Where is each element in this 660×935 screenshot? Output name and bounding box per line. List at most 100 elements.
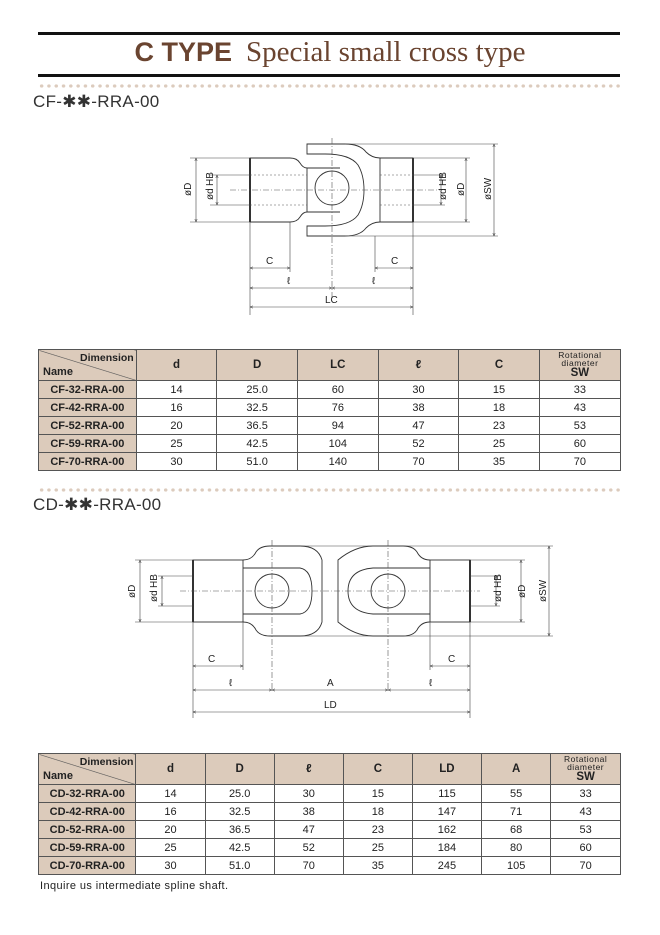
cell-value: 60 — [550, 838, 621, 857]
label-A: A — [327, 678, 334, 689]
cell-value: 47 — [273, 820, 344, 839]
label-l-right: ℓ — [429, 678, 433, 689]
cross-pin-right — [370, 573, 406, 609]
cell-value: 76 — [297, 398, 379, 417]
column-header: C — [458, 349, 540, 381]
cell-value: 115 — [411, 784, 483, 803]
cell-value: 32.5 — [216, 398, 298, 417]
cell-value: 30 — [135, 856, 206, 875]
cell-value: 14 — [135, 784, 206, 803]
rotational-label: Rotational — [563, 754, 608, 764]
title-type: C TYPE — [134, 37, 233, 67]
cell-value: 70 — [273, 856, 344, 875]
cell-value: 32.5 — [204, 802, 275, 821]
cell-value: 38 — [377, 398, 460, 417]
label-D-left: øD — [127, 585, 138, 598]
cell-value: 51.0 — [216, 452, 298, 471]
label-D-right: øD — [456, 183, 467, 196]
model-name: CD-32-RRA-00 — [37, 784, 137, 803]
column-header: D — [216, 349, 298, 381]
cell-value: 15 — [342, 784, 413, 803]
label-hb-right: HB — [438, 172, 449, 186]
label-d-left: ød — [149, 590, 160, 602]
cell-value: 33 — [550, 784, 621, 803]
name-label: Name — [43, 366, 73, 378]
column-header: D — [204, 753, 275, 785]
cell-value: 71 — [481, 802, 552, 821]
label-l-right: ℓ — [372, 276, 376, 287]
dotted-divider — [38, 488, 622, 492]
cell-value: 47 — [377, 416, 460, 435]
label-C-left: C — [266, 256, 273, 267]
rotational-label: Rotational — [558, 350, 602, 360]
cell-value: 147 — [411, 802, 483, 821]
cell-value: 43 — [538, 398, 622, 417]
model-name: CF-32-RRA-00 — [38, 380, 137, 399]
label-d-right: ød — [493, 590, 504, 602]
cell-value: 53 — [538, 416, 622, 435]
model-name: CF-42-RRA-00 — [38, 398, 137, 417]
cell-value: 33 — [538, 380, 622, 399]
label-d-right: ød — [438, 188, 449, 200]
column-header: d — [135, 753, 206, 785]
cd-drawing: øD ød HB ød HB øD øSW C C ℓ A ℓ LD — [127, 540, 553, 718]
cell-value: 42.5 — [216, 434, 298, 453]
model-name: CD-70-RRA-00 — [37, 856, 137, 875]
model-name: CD-42-RRA-00 — [37, 802, 137, 821]
cell-value: 15 — [458, 380, 540, 399]
cell-value: 30 — [377, 380, 460, 399]
column-header: ℓ — [377, 349, 460, 381]
cell-value: 23 — [458, 416, 540, 435]
column-label: SW — [576, 771, 595, 783]
cell-value: 25.0 — [204, 784, 275, 803]
cell-value: 60 — [538, 434, 622, 453]
cell-value: 25 — [458, 434, 540, 453]
column-header: LD — [411, 753, 483, 785]
cell-value: 162 — [411, 820, 483, 839]
cell-value: 35 — [458, 452, 540, 471]
dotted-divider — [38, 84, 622, 88]
label-d-left: ød — [205, 188, 216, 200]
cf-heading: CF-✱✱-RRA-00 — [33, 92, 160, 111]
label-hb-right: HB — [493, 574, 504, 588]
model-name: CF-70-RRA-00 — [38, 452, 137, 471]
yoke — [306, 143, 414, 237]
label-LC: LC — [325, 295, 338, 306]
cell-value: 23 — [342, 820, 413, 839]
cell-value: 94 — [297, 416, 379, 435]
cell-value: 20 — [135, 416, 218, 435]
diameter-label: diameter — [561, 358, 599, 368]
cell-value: 140 — [297, 452, 379, 471]
cell-value: 104 — [297, 434, 379, 453]
cell-value: 60 — [297, 380, 379, 399]
cell-value: 25 — [135, 838, 206, 857]
cell-value: 36.5 — [216, 416, 298, 435]
cell-value: 14 — [135, 380, 218, 399]
cd-heading: CD-✱✱-RRA-00 — [33, 495, 162, 514]
cell-value: 30 — [135, 452, 218, 471]
cell-value: 55 — [481, 784, 552, 803]
model-name: CF-59-RRA-00 — [38, 434, 137, 453]
cell-value: 30 — [273, 784, 344, 803]
cell-value: 80 — [481, 838, 552, 857]
left-yoke — [242, 545, 323, 637]
model-name: CD-52-RRA-00 — [37, 820, 137, 839]
label-D-right: øD — [517, 585, 528, 598]
name-label: Name — [43, 770, 73, 782]
cell-value: 53 — [550, 820, 621, 839]
cell-value: 43 — [550, 802, 621, 821]
cell-value: 25.0 — [216, 380, 298, 399]
model-name: CD-59-RRA-00 — [37, 838, 137, 857]
cell-value: 70 — [538, 452, 622, 471]
label-C-right: C — [448, 654, 455, 665]
dimension-label: Dimension — [80, 352, 134, 364]
